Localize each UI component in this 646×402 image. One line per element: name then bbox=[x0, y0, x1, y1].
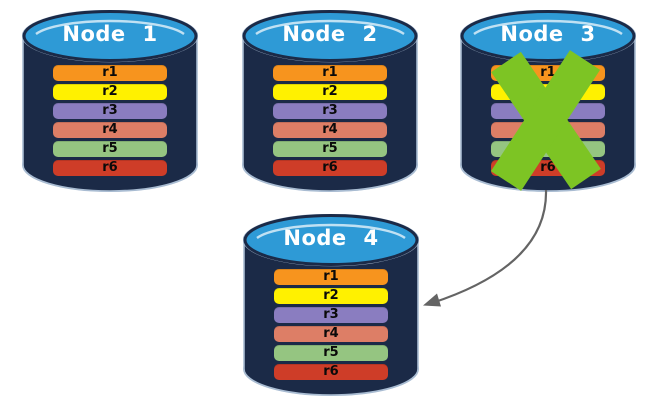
node-title: Node 1 bbox=[62, 22, 158, 46]
record-bar-r5: r5 bbox=[273, 141, 387, 157]
record-bar-r1: r1 bbox=[274, 269, 388, 285]
record-bar-r2: r2 bbox=[53, 84, 167, 100]
record-list: r1 r2 r3 r4 r5 r6 bbox=[53, 65, 167, 176]
record-bar-r5: r5 bbox=[274, 345, 388, 361]
node-title: Node 3 bbox=[500, 22, 596, 46]
record-bar-r4: r4 bbox=[274, 326, 388, 342]
record-bar-r4: r4 bbox=[491, 122, 605, 138]
record-bar-r5: r5 bbox=[491, 141, 605, 157]
record-bar-r3: r3 bbox=[273, 103, 387, 119]
record-list: r1 r2 r3 r4 r5 r6 bbox=[274, 269, 388, 380]
migration-arrow bbox=[423, 189, 548, 307]
record-bar-r3: r3 bbox=[53, 103, 167, 119]
node-3: Node 3 r1 r2 r3 r4 r5 r6 bbox=[460, 10, 636, 192]
record-bar-r2: r2 bbox=[491, 84, 605, 100]
node-title: Node 2 bbox=[282, 22, 378, 46]
node-title: Node 4 bbox=[283, 226, 379, 250]
node-2: Node 2 r1 r2 r3 r4 r5 r6 bbox=[242, 10, 418, 192]
record-bar-r1: r1 bbox=[491, 65, 605, 81]
record-bar-r2: r2 bbox=[273, 84, 387, 100]
record-bar-r6: r6 bbox=[274, 364, 388, 380]
record-bar-r6: r6 bbox=[273, 160, 387, 176]
record-bar-r1: r1 bbox=[273, 65, 387, 81]
record-bar-r1: r1 bbox=[53, 65, 167, 81]
record-bar-r3: r3 bbox=[274, 307, 388, 323]
node-4: Node 4 r1 r2 r3 r4 r5 r6 bbox=[243, 214, 419, 396]
record-bar-r6: r6 bbox=[491, 160, 605, 176]
record-bar-r4: r4 bbox=[53, 122, 167, 138]
node-1: Node 1 r1 r2 r3 r4 r5 r6 bbox=[22, 10, 198, 192]
record-list: r1 r2 r3 r4 r5 r6 bbox=[273, 65, 387, 176]
record-bar-r3: r3 bbox=[491, 103, 605, 119]
record-bar-r4: r4 bbox=[273, 122, 387, 138]
record-list: r1 r2 r3 r4 r5 r6 bbox=[491, 65, 605, 176]
record-bar-r2: r2 bbox=[274, 288, 388, 304]
record-bar-r5: r5 bbox=[53, 141, 167, 157]
record-bar-r6: r6 bbox=[53, 160, 167, 176]
